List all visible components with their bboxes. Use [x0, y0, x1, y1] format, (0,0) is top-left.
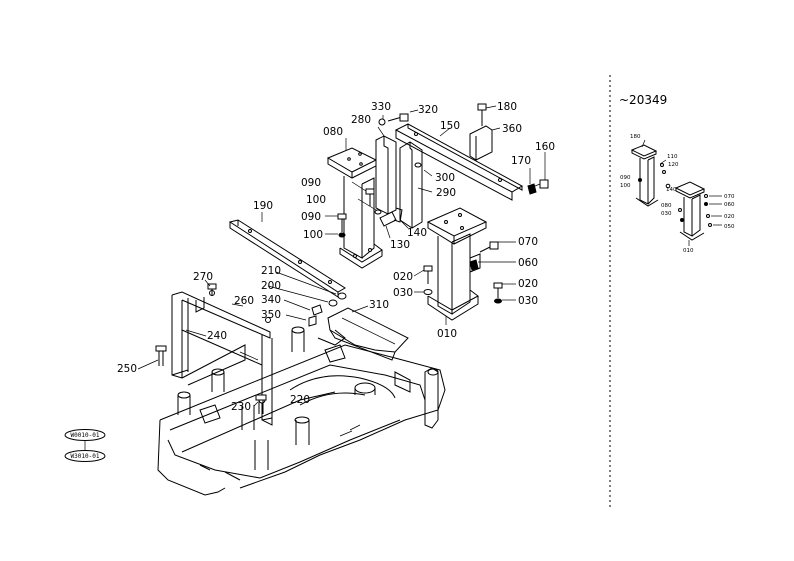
callout-060: 060 [518, 257, 538, 269]
inset-label-110: 110 [667, 154, 678, 160]
callout-100-lower: 100 [303, 229, 323, 241]
inset-label-070: 070 [724, 194, 735, 200]
inset-label-100: 100 [620, 183, 631, 189]
callout-320: 320 [418, 104, 438, 116]
callout-270: 270 [193, 271, 213, 283]
callout-230: 230 [231, 401, 251, 413]
stamp-oval-1 [64, 429, 106, 441]
callout-090-lower: 090 [301, 211, 321, 223]
revision-stamps: W0010-01 W3010-01 [64, 429, 106, 462]
callout-240: 240 [207, 330, 227, 342]
channel-190 [228, 219, 346, 298]
inset-label-080: 080 [661, 203, 672, 209]
callout-350: 350 [261, 309, 281, 321]
inset-label-140: 140 [666, 187, 677, 193]
callout-200: 200 [261, 280, 281, 292]
callout-340: 340 [261, 294, 281, 306]
rail-150 [394, 123, 524, 201]
callout-210: 210 [261, 265, 281, 277]
inset-label-060: 060 [724, 202, 735, 208]
brackets-280-290 [375, 135, 423, 229]
callout-030-right: 030 [518, 295, 538, 307]
callout-260: 260 [234, 295, 254, 307]
inset-label-120: 120 [668, 162, 679, 168]
callout-080: 080 [323, 126, 343, 138]
post-080 [326, 147, 383, 269]
callout-020-left: 020 [393, 271, 413, 283]
callout-310: 310 [369, 299, 389, 311]
hardware-lower [155, 283, 347, 414]
callout-140: 140 [407, 227, 427, 239]
inset-label-010: 010 [683, 248, 694, 254]
left-guard-frame [171, 290, 273, 426]
inset-label-180: 180 [630, 134, 641, 140]
post-010 [426, 207, 488, 321]
base-frame [157, 326, 446, 496]
stamp-1-text: W0010-01 [71, 432, 100, 439]
hardware-upper [337, 103, 549, 304]
serial-note: ~20349 [619, 93, 667, 107]
callout-180: 180 [497, 101, 517, 113]
inset-variant: ~20349 180 110 120 090 [619, 93, 735, 254]
callout-030-left: 030 [393, 287, 413, 299]
callout-290: 290 [436, 187, 456, 199]
plate-310 [317, 307, 409, 361]
callout-220: 220 [290, 394, 310, 406]
stamp-2-text: W3010-01 [71, 453, 100, 460]
inset-label-020: 020 [724, 214, 735, 220]
callout-070: 070 [518, 236, 538, 248]
callout-190: 190 [253, 200, 273, 212]
callout-300: 300 [435, 172, 455, 184]
stamp-oval-2 [64, 450, 106, 462]
callout-330: 330 [371, 101, 391, 113]
inset-label-030: 030 [661, 211, 672, 217]
callout-250: 250 [117, 363, 137, 375]
callout-360: 360 [502, 123, 522, 135]
callout-280: 280 [351, 114, 371, 126]
callout-160: 160 [535, 141, 555, 153]
callout-170: 170 [511, 155, 531, 167]
callout-010: 010 [437, 328, 457, 340]
inset-label-050: 050 [724, 224, 735, 230]
callout-100-upper: 100 [306, 194, 326, 206]
callout-020-right: 020 [518, 278, 538, 290]
callout-090-upper: 090 [301, 177, 321, 189]
callout-150: 150 [440, 120, 460, 132]
callout-130: 130 [390, 239, 410, 251]
leader-lines [137, 105, 546, 410]
inset-label-090: 090 [620, 175, 631, 181]
callout-labels: 330 320 180 280 150 360 080 170 160 300 … [117, 101, 555, 413]
